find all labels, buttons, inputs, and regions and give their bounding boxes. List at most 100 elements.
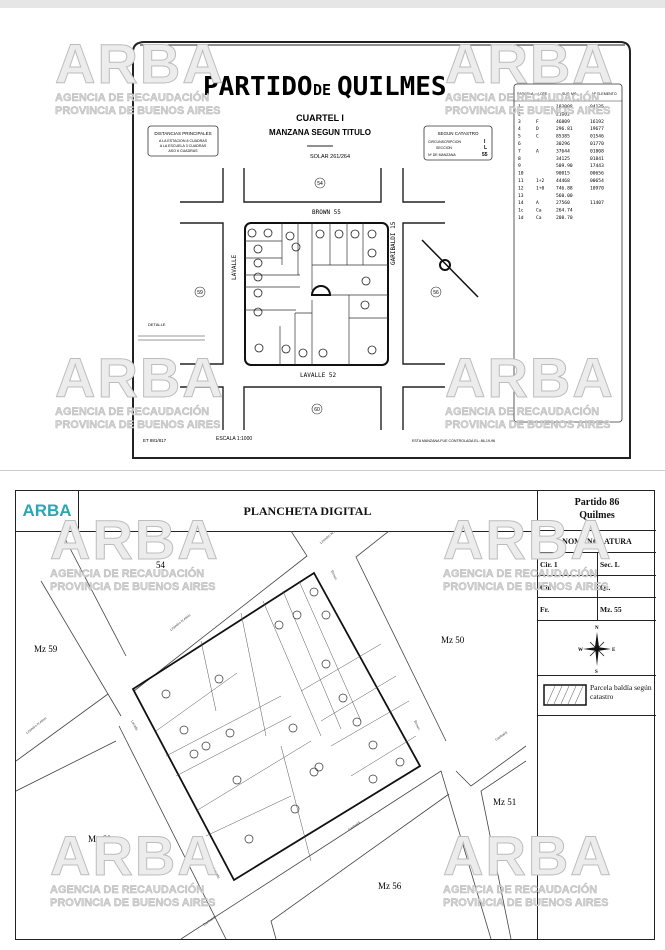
parcel-table-cell: 37644 [556, 148, 570, 154]
parcel-table-cell: 8 [518, 156, 521, 162]
partido-cell: Partido 86 Quilmes [538, 491, 656, 531]
parcel-table-cell: 1d [518, 215, 524, 221]
svg-text:55: 55 [482, 152, 488, 158]
svg-text:59: 59 [197, 290, 203, 296]
street-bottom: LAVALLE 52 [300, 372, 337, 379]
parcel-table-cell: 16192 [590, 119, 604, 125]
block-outline [244, 222, 389, 366]
partido-number: Partido 86 [574, 497, 620, 508]
parcel-table-cell: 296.81 [556, 126, 573, 132]
info-column: Partido 86 Quilmes NOMENCLATURA Cir. 1 S… [537, 491, 656, 939]
street-grid [180, 168, 445, 430]
plan-title-de: DE [313, 81, 331, 99]
parcel-table-cell: 560.00 [556, 193, 573, 199]
svg-text:A LA ESTACION 8 CUADRAS: A LA ESTACION 8 CUADRAS [159, 139, 208, 143]
svg-text:L: L [484, 145, 487, 151]
svg-text:PARCELA: PARCELA [517, 92, 534, 96]
parcel-table-cell: Ca [536, 215, 542, 221]
footer-note: ESTA MANZANA FUE CONTROLADA EL: 86-19-96 [412, 439, 495, 443]
parcel-table-cell: 90015 [556, 171, 570, 177]
svg-text:N: N [595, 626, 599, 631]
scanned-cadastral-plan: PARTIDO DE QUILMES CUARTEL I MANZANA SEG… [132, 41, 631, 459]
parcel-table-cell: 5 [518, 134, 521, 140]
north-arrow-icon [421, 239, 479, 298]
parcel-table-cell: 12 [518, 185, 524, 191]
plancheta-title: PLANCHETA DIGITAL [243, 503, 372, 518]
svg-text:Garibaldi: Garibaldi [494, 730, 508, 741]
compass-cell: N S W E [538, 621, 656, 676]
arba-logo: ARBA [16, 491, 79, 531]
parcel-table-cell: 1 [518, 104, 521, 110]
parcel-table-cell: 27560 [556, 200, 570, 206]
parcel-lines [155, 580, 417, 862]
parcel-table-cell: 11407 [590, 200, 604, 206]
parcel-table-cell: Ca [536, 208, 542, 214]
partido-name: Quilmes [579, 510, 615, 521]
svg-text:Nº DE MANZANA: Nº DE MANZANA [428, 153, 456, 157]
field-mz: Mz. 55 [598, 598, 656, 621]
hatched-parcel-legend-icon [543, 684, 587, 706]
svg-text:SUP. Mt²: SUP. Mt² [562, 92, 577, 96]
block-numbers: 54 56 60 59 [194, 177, 442, 415]
parcel-table-cell: 00654 [590, 178, 604, 184]
parcel-table-cell: 01808 [590, 148, 604, 154]
plancheta-map: 54 Mz 50 Mz 59 Mz 60 Mz 56 Mz 51 Leandro… [16, 531, 527, 939]
parcel-table-cell: 6 [518, 141, 521, 147]
plancheta-header: ARBA PLANCHETA DIGITAL [16, 491, 537, 532]
svg-text:ASO 6 CUADRAS: ASO 6 CUADRAS [168, 149, 198, 153]
solar: SOLAR 261/264 [310, 154, 350, 160]
svg-text:Leandro N Alem: Leandro N Alem [319, 531, 341, 545]
parcel-table-cell: 13 [518, 193, 524, 199]
svg-text:Mz 50: Mz 50 [441, 635, 465, 645]
parcel-table-cell: 46809 [556, 119, 570, 125]
parcel-table-cell: 10 [518, 171, 524, 177]
parcel-table-cell: 44468 [556, 178, 570, 184]
svg-text:Mz 59: Mz 59 [34, 644, 58, 654]
parcel-table-cell: 17443 [590, 163, 604, 169]
block-labels: 54 Mz 50 Mz 59 Mz 60 Mz 56 Mz 51 [34, 560, 516, 891]
parcel-lines [245, 223, 388, 365]
street-edges [16, 531, 527, 939]
svg-text:LOTE: LOTE [538, 92, 548, 96]
divider [0, 470, 665, 471]
parcel-table-cell: 3 [518, 119, 521, 125]
svg-text:60: 60 [314, 407, 320, 413]
folio: ET 881/817 [143, 438, 167, 443]
svg-text:SECCION: SECCION [436, 146, 452, 150]
manzana: MANZANA SEGUN TITULO [269, 128, 371, 137]
svg-text:E: E [612, 648, 616, 653]
block-outline [131, 571, 422, 882]
parcel-table-cell: 14 [518, 200, 524, 206]
parcel-table-cell: C [536, 134, 539, 140]
parcel-table-cell: 10970 [590, 185, 604, 191]
parcel-table-cell: 264.74 [556, 208, 573, 214]
parcel-table-cell: A [536, 200, 539, 206]
svg-text:Mz 60: Mz 60 [88, 834, 112, 844]
parcel-table-cell: 509.90 [556, 163, 573, 169]
field-sec: Sec. L [598, 553, 656, 576]
parcel-table-cell: 01770 [590, 141, 604, 147]
street-names: BROWN 55 LAVALLE 52 LAVALLE GARIBALDI 15 [231, 209, 397, 379]
parcel-table-cell: 04135 [590, 104, 604, 110]
parcel-table-cell: 11 [518, 178, 524, 184]
plan-title-1: PARTIDO [203, 72, 313, 102]
parcel-table-cell: 208.70 [556, 215, 573, 221]
svg-text:54: 54 [156, 560, 166, 570]
nomenclatura-heading: NOMENCLATURA [538, 531, 656, 553]
svg-text:S: S [595, 670, 598, 674]
parcel-table-cell: 4 [518, 126, 521, 132]
parcel-table-cell: 01546 [590, 134, 604, 140]
svg-text:Mz 51: Mz 51 [493, 797, 516, 807]
svg-text:W: W [578, 648, 583, 653]
parcel-table-cell: 2 [518, 111, 521, 117]
parcel-table-cell: 85385 [556, 134, 570, 140]
field-ch: Ch. [538, 576, 598, 598]
svg-text:54: 54 [317, 181, 323, 187]
parcel-markers [161, 587, 405, 844]
parcel-table-cell: 00656 [590, 171, 604, 177]
parcel-table-cell: 9 [518, 163, 521, 169]
detalle-label: DETALLE [148, 322, 166, 327]
svg-text:I: I [484, 139, 486, 145]
